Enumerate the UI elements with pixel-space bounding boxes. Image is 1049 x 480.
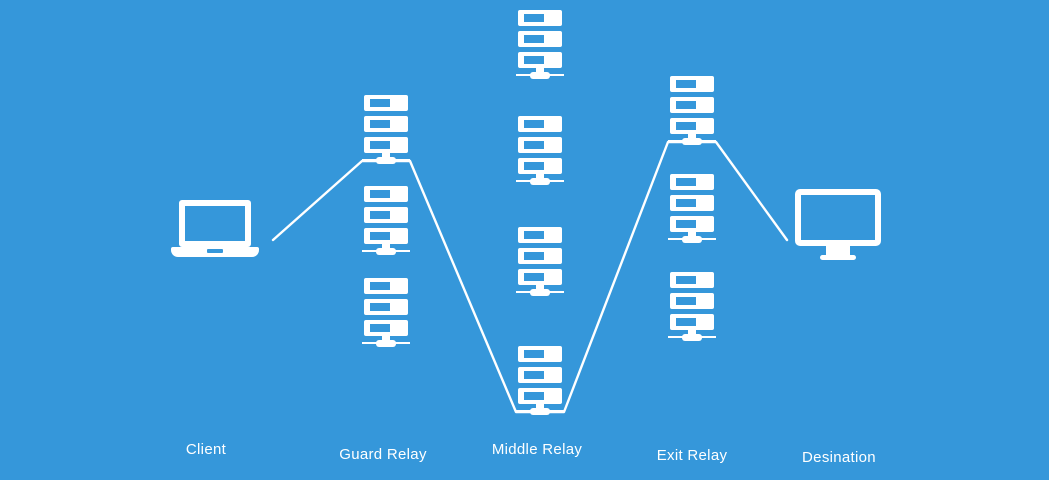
laptop-screen: [179, 200, 251, 247]
label-client: Client: [185, 441, 227, 458]
laptop-icon: [171, 200, 259, 258]
server-icon: [668, 76, 716, 146]
label-exit-relay: Exit Relay: [656, 447, 728, 464]
laptop-notch: [207, 249, 223, 253]
label-guard-relay: Guard Relay: [339, 446, 427, 463]
server-icon: [362, 186, 410, 256]
monitor-icon: [795, 189, 881, 260]
monitor-screen: [795, 189, 881, 246]
server-icon: [668, 174, 716, 244]
server-icon: [516, 116, 564, 186]
server-icon: [668, 272, 716, 342]
monitor-base: [820, 255, 856, 260]
server-icon: [362, 95, 410, 165]
server-icon: [516, 346, 564, 416]
monitor-stand: [826, 245, 850, 256]
label-middle-relay: Middle Relay: [491, 441, 583, 458]
laptop-base: [171, 247, 259, 257]
server-icon: [516, 227, 564, 297]
label-destination: Desination: [802, 449, 876, 466]
server-icon: [516, 10, 564, 80]
server-icon: [362, 278, 410, 348]
